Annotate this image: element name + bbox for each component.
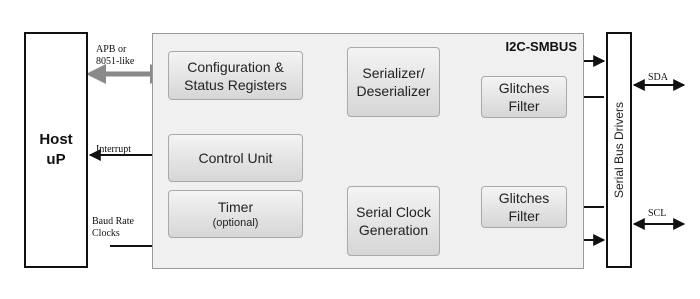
glitches-filter-top-block: Glitches Filter <box>481 76 567 118</box>
glitches-filter-bottom-block: Glitches Filter <box>481 186 567 228</box>
baud-label-line2: Clocks <box>92 228 120 239</box>
config-label-line1: Configuration & <box>187 58 284 75</box>
glitch-top-label-line1: Glitches <box>498 80 550 96</box>
apb-label-line2: 8051-like <box>96 56 135 67</box>
host-label-line1: Host <box>39 131 73 148</box>
glitch-bottom-label-line1: Glitches <box>498 190 550 206</box>
glitch-bottom-label-line2: Filter <box>508 208 540 224</box>
sda-label: SDA <box>648 72 669 83</box>
serializer-label-line1: Serializer/ <box>362 65 425 81</box>
config-label-line2: Status Registers <box>184 76 287 93</box>
scl-label: SCL <box>648 208 667 219</box>
clockgen-label-line2: Generation <box>358 222 429 238</box>
host-up-block: Host uP <box>24 32 88 268</box>
glitch-top-label-line2: Filter <box>508 98 540 114</box>
serial-bus-drivers-label: Serial Bus Drivers <box>612 101 626 199</box>
apb-label-line1: APB or <box>96 44 127 55</box>
clockgen-label-line1: Serial Clock <box>356 204 431 220</box>
interrupt-label: Interrupt <box>96 144 131 155</box>
serial-bus-drivers-block: Serial Bus Drivers <box>606 32 632 268</box>
module-title: I2C-SMBUS <box>505 39 577 54</box>
control-unit-block: Control Unit <box>168 134 303 182</box>
host-label-line2: uP <box>46 151 66 168</box>
baud-rate-label: Baud Rate Clocks <box>92 216 134 240</box>
baud-label-line1: Baud Rate <box>92 216 134 227</box>
config-status-registers-block: Configuration & Status Registers <box>168 51 303 100</box>
serializer-label-line2: Deserializer <box>356 83 431 99</box>
control-unit-label: Control Unit <box>198 150 273 166</box>
timer-block: Timer (optional) <box>168 190 303 238</box>
timer-label-line1: Timer <box>217 199 254 215</box>
apb-label: APB or 8051-like <box>96 44 134 68</box>
timer-label-line2: (optional) <box>212 217 259 229</box>
serializer-deserializer-block: Serializer/ Deserializer <box>347 47 440 117</box>
serial-clock-generation-block: Serial Clock Generation <box>347 186 440 256</box>
